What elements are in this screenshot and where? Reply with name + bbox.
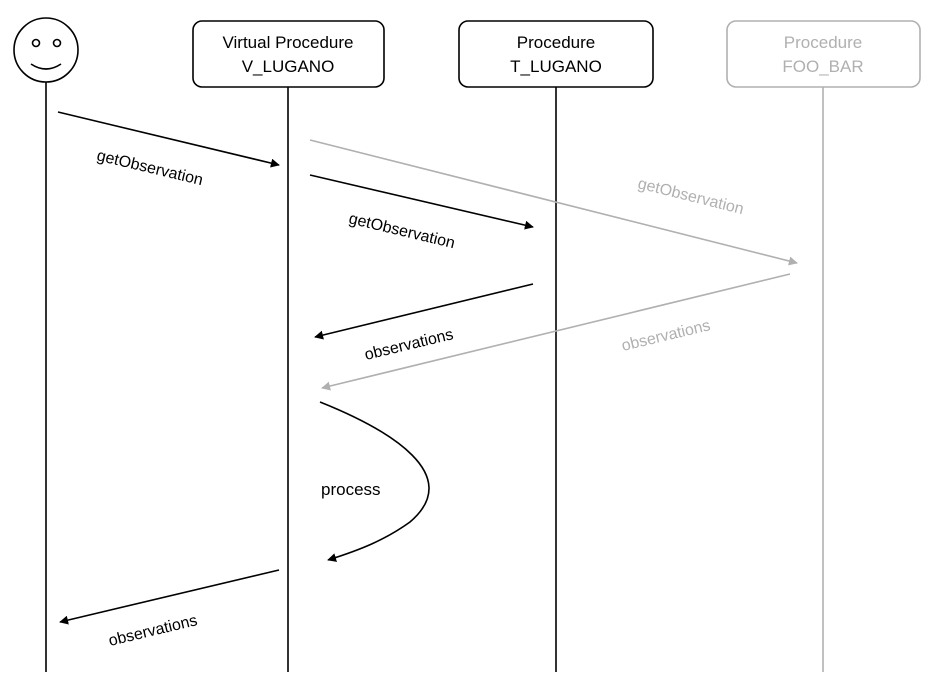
participant-box: [192, 20, 385, 88]
smiley-face-icon: [13, 17, 79, 83]
message-actor-to-v-lugano: getObservation: [57, 111, 280, 189]
message-arrow: [57, 111, 280, 168]
message-v-lugano-to-t-lugano: getObservation: [309, 174, 534, 252]
message-arrow: [319, 401, 430, 562]
participant-label-line1: Procedure: [784, 33, 862, 52]
message-label: getObservation: [347, 210, 456, 252]
participant-box: [726, 20, 921, 88]
participant-label-line1: Procedure: [517, 33, 595, 52]
message-label: observations: [107, 612, 199, 650]
message-arrow: [59, 569, 280, 625]
message-label: getObservation: [636, 175, 745, 218]
message-arrow: [309, 139, 798, 266]
message-v-lugano-to-foo-bar: getObservation: [309, 139, 798, 266]
message-arrow: [309, 174, 534, 230]
participant-v-lugano: Virtual Procedure V_LUGANO: [192, 20, 385, 88]
participant-label-line2: V_LUGANO: [242, 57, 335, 76]
participant-t-lugano: Procedure T_LUGANO: [458, 20, 654, 88]
message-process-self: process: [319, 401, 430, 562]
message-label: getObservation: [95, 147, 204, 189]
message-label: observations: [620, 317, 712, 355]
participant-label-line1: Virtual Procedure: [222, 33, 353, 52]
message-arrow: [314, 283, 534, 340]
message-v-lugano-to-actor: observations: [59, 569, 280, 650]
actor: [13, 17, 79, 83]
message-label: process: [321, 480, 381, 499]
participant-label-line2: FOO_BAR: [782, 57, 863, 76]
participant-label-line2: T_LUGANO: [510, 57, 602, 76]
message-t-lugano-to-v-lugano: observations: [314, 283, 534, 364]
participant-box: [458, 20, 654, 88]
message-arrow: [321, 273, 791, 391]
participant-foo-bar: Procedure FOO_BAR: [726, 20, 921, 88]
